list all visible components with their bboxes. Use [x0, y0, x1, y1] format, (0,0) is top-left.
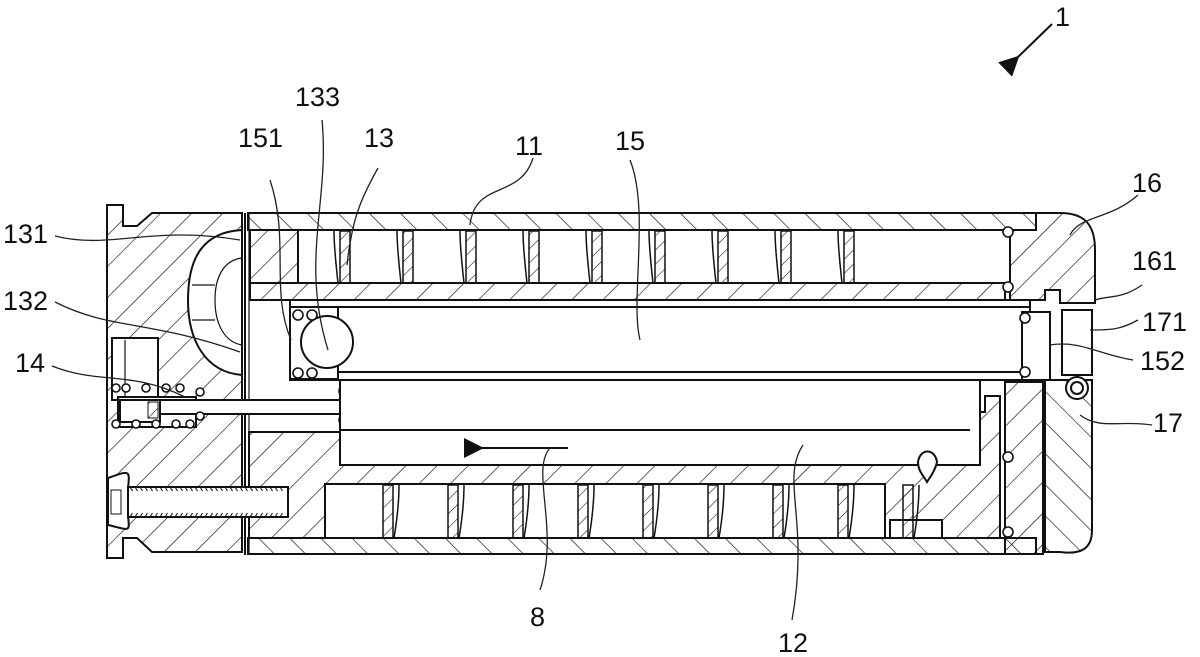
upper-fin-region [249, 229, 1011, 301]
label-11: 11 [515, 131, 543, 161]
check-ball [300, 315, 354, 369]
label-171: 171 [1142, 307, 1187, 337]
valve-stem [111, 337, 359, 431]
label-161: 161 [1132, 246, 1177, 276]
mounting-bolt [107, 471, 289, 530]
label-14: 14 [15, 348, 45, 378]
lower-fin [512, 484, 530, 539]
lower-fin [382, 484, 400, 539]
lower-chamber [339, 379, 981, 466]
label-1: 1 [1055, 2, 1070, 32]
label-17: 17 [1153, 408, 1183, 438]
label-152: 152 [1140, 346, 1185, 376]
end-cap [1002, 212, 1096, 376]
outer-shell-bottom [247, 537, 1037, 555]
label-12: 12 [778, 628, 808, 657]
label-131: 131 [3, 219, 48, 249]
central-tube [289, 299, 1051, 381]
upper-fin [711, 230, 729, 284]
reference-labels: 1 133 151 13 11 15 16 131 161 132 171 14… [3, 2, 1187, 657]
label-132: 132 [3, 286, 48, 316]
label-151: 151 [238, 123, 283, 153]
upper-fin [459, 230, 477, 284]
label-133: 133 [295, 82, 340, 112]
upper-fin [774, 230, 792, 284]
upper-fin [522, 230, 540, 284]
bolt-shaft [127, 486, 289, 518]
label-8: 8 [530, 602, 545, 632]
lower-fin [577, 484, 595, 539]
assembly-arrow [998, 23, 1053, 77]
lower-fin-region [324, 483, 920, 539]
upper-fin [837, 230, 855, 284]
upper-fin [396, 230, 414, 284]
lower-fin [447, 484, 465, 539]
outer-shell-top [247, 212, 1037, 231]
upper-fin [585, 230, 603, 284]
label-15: 15 [615, 126, 645, 156]
upper-fin [648, 230, 666, 284]
lower-fin [642, 484, 660, 539]
side-block [1002, 376, 1093, 555]
lower-fin [707, 484, 725, 539]
leader-lines [51, 119, 1153, 621]
label-13: 13 [364, 123, 394, 153]
lower-fin [902, 484, 920, 539]
lower-fin [772, 484, 790, 539]
label-16: 16 [1132, 168, 1162, 198]
left-end-block [106, 204, 243, 559]
upper-fin [333, 230, 351, 284]
lower-fin [837, 484, 855, 539]
